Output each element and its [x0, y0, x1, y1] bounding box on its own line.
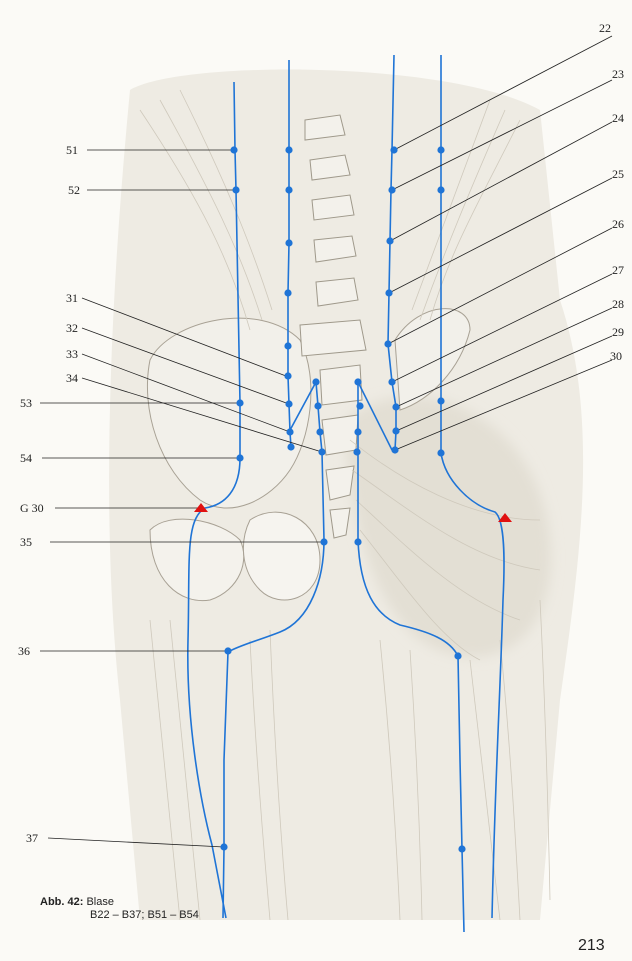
point-b35-right — [354, 538, 362, 546]
label-25: 25 — [612, 167, 624, 181]
point-b35-left — [320, 538, 328, 546]
label-37: 37 — [26, 831, 38, 845]
point-b54-left — [236, 454, 244, 462]
label-22: 22 — [599, 21, 611, 35]
point-b51-right — [437, 146, 445, 154]
figure-caption: Abb. 42: Blase B22 – B37; B51 – B54 — [40, 896, 199, 922]
point-b-inner-left-1 — [285, 146, 293, 154]
label-33: 33 — [66, 347, 78, 361]
point-b54-right — [437, 449, 445, 457]
label-28: 28 — [612, 297, 624, 311]
page-number: 213 — [578, 937, 605, 954]
femur-head-left — [149, 518, 245, 602]
label-54: 54 — [20, 451, 32, 465]
label-52: 52 — [68, 183, 80, 197]
point-b34-right — [353, 448, 361, 456]
anatomy-drawing — [109, 69, 584, 921]
point-b28-right — [392, 403, 400, 411]
point-b-inner-left-4 — [284, 289, 292, 297]
label-32: 32 — [66, 321, 78, 335]
point-b33-left — [316, 428, 324, 436]
label-30: 30 — [610, 349, 622, 363]
label-34: 34 — [66, 371, 78, 385]
point-b23-right — [388, 186, 396, 194]
point-b53-right — [437, 397, 445, 405]
label-26: 26 — [612, 217, 624, 231]
spine — [299, 114, 367, 539]
point-b27-right — [388, 378, 396, 386]
point-b-inner-left-8 — [286, 428, 294, 436]
caption-range: B22 – B37; B51 – B54 — [90, 909, 199, 921]
point-b30-right — [391, 446, 399, 454]
label-53: 53 — [20, 396, 32, 410]
point-b31-right — [354, 378, 362, 386]
label-27: 27 — [612, 263, 624, 277]
meridian-right-inner — [387, 54, 397, 451]
meridian-right-outer — [440, 55, 505, 919]
point-b37-left — [220, 843, 228, 851]
point-b32-right — [356, 402, 364, 410]
pelvis-right — [394, 308, 471, 411]
label-51: 51 — [66, 143, 78, 157]
meridian-left-inner — [287, 60, 292, 448]
g30-markers — [194, 503, 512, 522]
meridian-sacral-right — [357, 381, 465, 933]
label-36: 36 — [18, 644, 30, 658]
label-24: 24 — [612, 111, 624, 125]
point-b26-right — [384, 340, 392, 348]
point-b37-right — [458, 845, 466, 853]
point-b-inner-left-9 — [287, 443, 295, 451]
meridian-left-outer — [187, 81, 241, 919]
point-b51-left — [230, 146, 238, 154]
point-b-inner-left-3 — [285, 239, 293, 247]
point-b29-right — [392, 427, 400, 435]
label-g30: G 30 — [20, 501, 44, 515]
point-b25-right — [385, 289, 393, 297]
point-b52-right — [437, 186, 445, 194]
meridian-lines — [187, 54, 505, 933]
point-b34-left — [318, 448, 326, 456]
point-b31-left — [312, 378, 320, 386]
point-b22-right — [390, 146, 398, 154]
point-b32-left — [314, 402, 322, 410]
point-b52-left — [232, 186, 240, 194]
meridian-sacral-left-b — [288, 381, 317, 433]
g30-marker-right — [498, 513, 512, 522]
label-23: 23 — [612, 67, 624, 81]
caption-key: Abb. 42: — [40, 896, 84, 908]
point-b33-right — [354, 428, 362, 436]
leader-lines — [40, 35, 613, 848]
point-labels: 51 52 53 54 G 30 35 36 37 31 32 33 34 22… — [18, 21, 624, 845]
point-b-inner-left-2 — [285, 186, 293, 194]
point-b-inner-left-7 — [285, 400, 293, 408]
acupoints — [220, 146, 466, 853]
point-b-inner-left-5 — [284, 342, 292, 350]
obturator-left — [242, 511, 321, 601]
label-29: 29 — [612, 325, 624, 339]
label-35: 35 — [20, 535, 32, 549]
point-b24-right — [386, 237, 394, 245]
point-b-inner-left-6 — [284, 372, 292, 380]
point-b36-right — [454, 652, 462, 660]
label-31: 31 — [66, 291, 78, 305]
caption-title: Blase — [86, 896, 114, 908]
g30-marker-left — [194, 503, 208, 512]
point-b36-left — [224, 647, 232, 655]
buttock-right-shading — [345, 396, 551, 657]
point-b53-left — [236, 399, 244, 407]
